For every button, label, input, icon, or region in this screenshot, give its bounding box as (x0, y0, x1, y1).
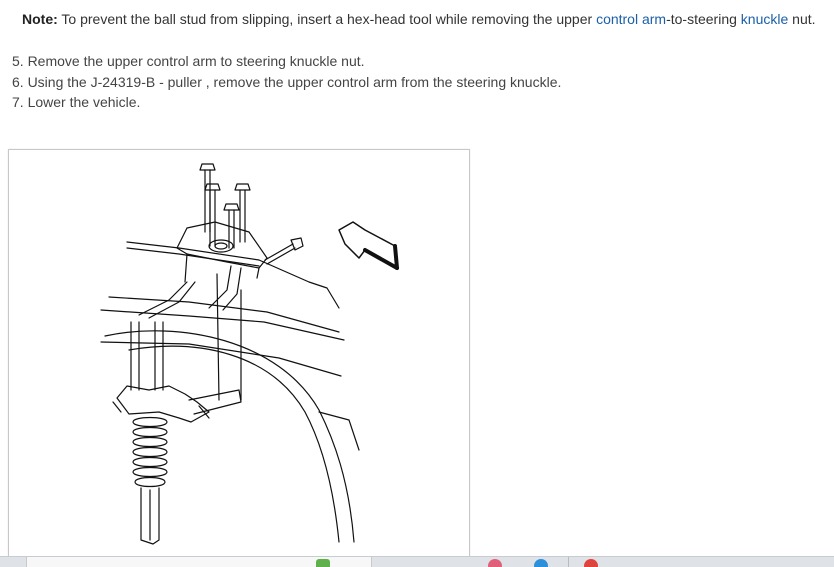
wheel-arch-outer (104, 330, 355, 543)
mount-hole (208, 239, 234, 253)
taskbar-search-box[interactable] (26, 557, 372, 567)
step-6: 6. Using the J-24319-B - puller , remove… (12, 73, 562, 90)
direction-arrow-icon (338, 221, 399, 270)
procedure-figure (8, 149, 470, 567)
mount-tabs (112, 401, 210, 419)
upper-mount-bracket (176, 221, 268, 269)
browser-icon[interactable] (534, 559, 548, 567)
wheel-arch-inner (128, 345, 340, 543)
control-arm-link[interactable]: control arm (596, 11, 667, 27)
step-7: 7. Lower the vehicle. (12, 94, 141, 110)
note-text-after: nut. (788, 11, 816, 27)
coil-spring (132, 416, 168, 488)
note-paragraph: Note: To prevent the ball stud from slip… (22, 10, 816, 28)
mount-bolts (199, 163, 251, 249)
arch-edge (318, 411, 360, 451)
knuckle-link[interactable]: knuckle (740, 11, 789, 27)
taskbar-divider (568, 557, 569, 567)
arm-shaft-left (216, 273, 220, 401)
app-icon[interactable] (316, 559, 330, 567)
note-text-before: To prevent the ball stud from slipping, … (57, 11, 597, 27)
pinned-app-icon[interactable] (488, 559, 502, 567)
note-text-middle: -to-steering (666, 11, 741, 27)
upper-arm-left (138, 281, 196, 319)
frame-line-2 (100, 309, 345, 341)
mount-hole-inner (214, 242, 228, 250)
suspension-diagram (100, 163, 399, 545)
shock-body (140, 487, 160, 545)
bracket-legs (184, 253, 260, 283)
upper-arm-right (208, 265, 242, 311)
step-5: 5. Remove the upper control arm to steer… (12, 53, 365, 69)
frame-line-3 (100, 341, 342, 377)
lower-mount (116, 385, 210, 423)
fender-top-line (126, 241, 340, 309)
frame-line-1 (108, 296, 340, 333)
chrome-icon[interactable] (584, 559, 598, 567)
note-label: Note: (22, 11, 58, 27)
taskbar (0, 556, 834, 567)
bolt-icon (264, 237, 304, 265)
fender-top-line-inner (126, 247, 260, 267)
lower-arm-link (188, 389, 242, 415)
procedure-steps: 5. Remove the upper control arm to steer… (12, 51, 561, 113)
